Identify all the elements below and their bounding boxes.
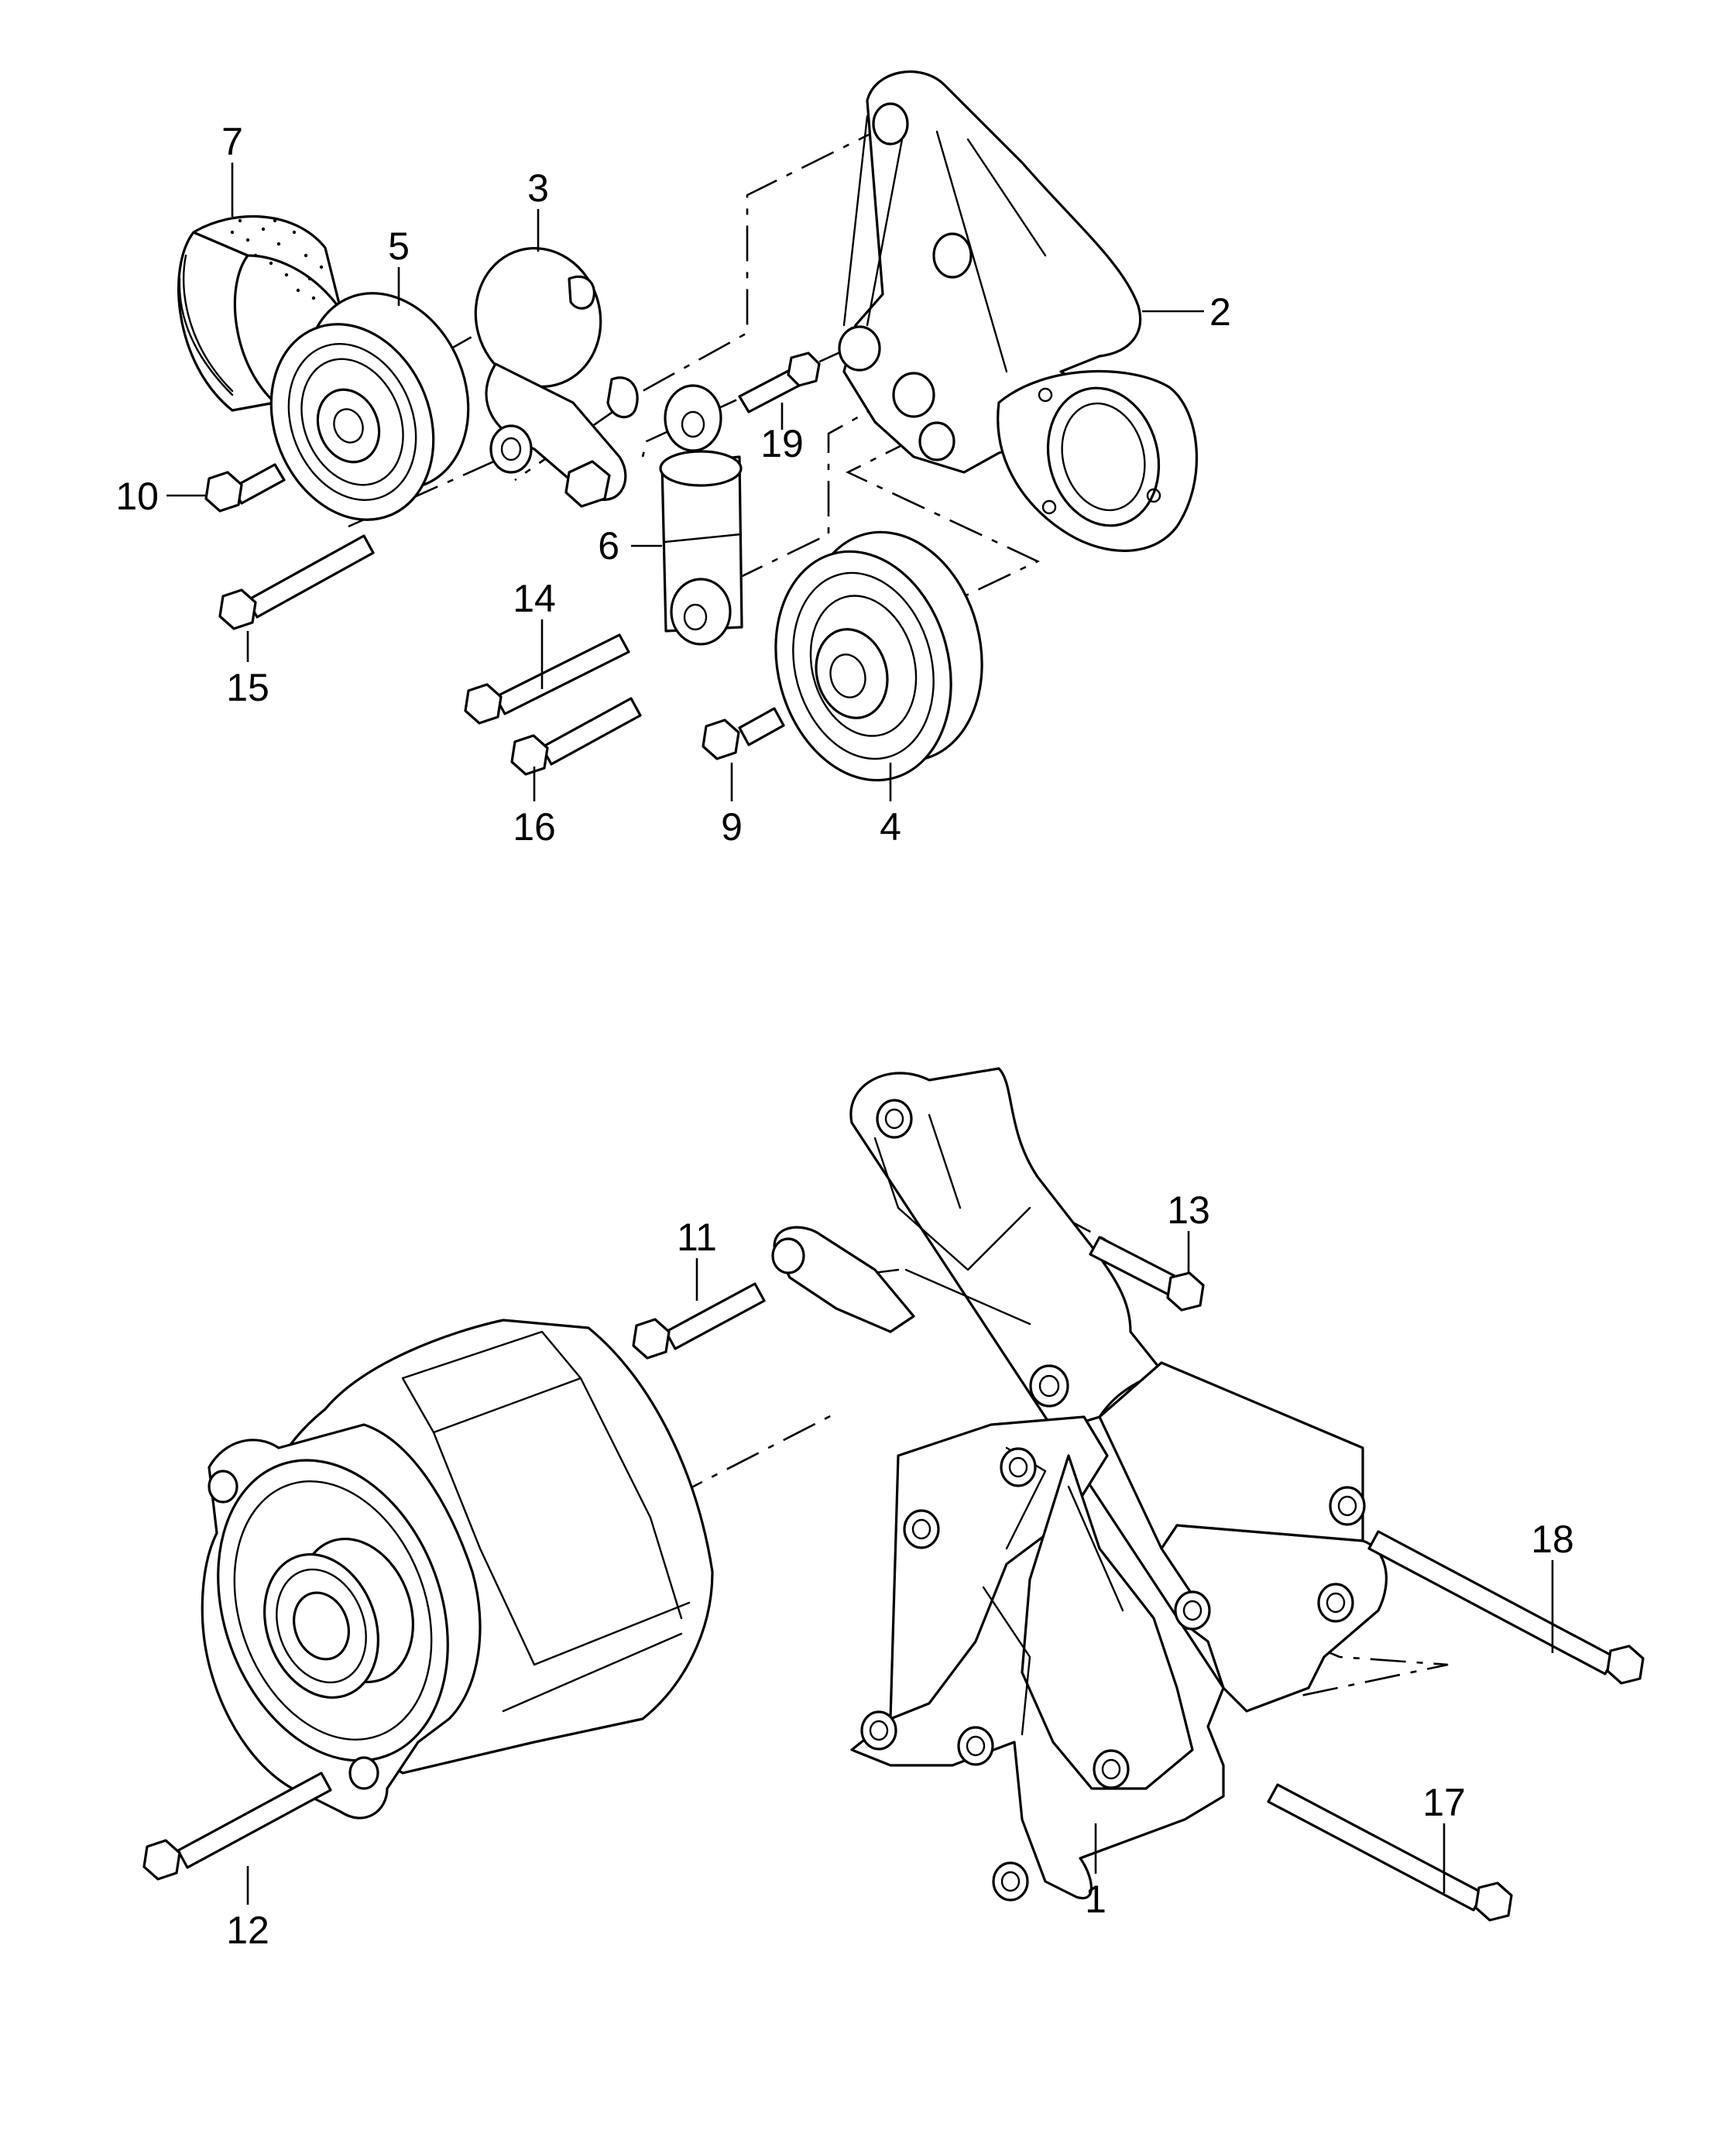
callout-leaders [166,163,1554,1905]
callout-6: 6 [598,524,619,568]
callout-5: 5 [388,225,410,268]
callout-3: 3 [527,166,549,210]
callout-4: 4 [880,805,901,849]
tensioner-arm [474,247,639,508]
callout-12: 12 [226,1909,269,1952]
idler-pulley [774,530,983,782]
bolt-14 [464,633,630,725]
ribbed-belt [177,215,342,412]
callout-10: 10 [115,475,159,518]
alternator-bracket [771,1067,1388,1902]
callout-9: 9 [721,805,743,849]
bolt-11 [632,1282,766,1360]
callout-17: 17 [1422,1781,1466,1824]
callout-7: 7 [221,120,243,163]
bolt-10 [204,463,286,513]
bolt-12 [142,1772,332,1881]
callout-labels: 7 5 3 2 10 6 19 14 15 16 9 4 11 13 12 18… [115,120,1573,1952]
bolt-15 [218,534,375,630]
callout-2: 2 [1209,290,1231,334]
alternator [201,1319,714,1820]
bolt-17 [1267,1783,1513,1922]
tensioner-bracket [838,70,1198,552]
bolt-9 [702,707,785,760]
callout-14: 14 [513,577,556,620]
bolt-18 [1367,1530,1645,1685]
damper [659,384,743,646]
callout-18: 18 [1531,1518,1574,1561]
bolt-16 [510,697,642,776]
tension-pulley [269,292,470,521]
bolt-19 [738,352,821,413]
callout-13: 13 [1167,1188,1210,1232]
callout-1: 1 [1085,1878,1106,1921]
callout-19: 19 [760,422,804,465]
callout-16: 16 [513,805,556,849]
callout-15: 15 [226,666,269,709]
callout-11: 11 [677,1216,717,1259]
